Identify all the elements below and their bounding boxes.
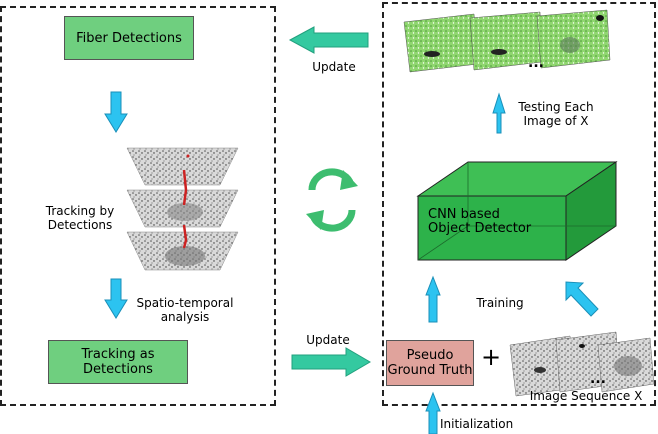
left-panel	[0, 6, 276, 406]
update-arrow-right	[291, 347, 371, 377]
initialization-label: Initialization	[440, 417, 514, 431]
down-arrow-2	[104, 278, 128, 319]
image-sequence-label: Image Sequence X	[529, 389, 643, 403]
cnn-cube	[416, 161, 618, 261]
training-up-arrow	[425, 275, 441, 323]
pseudo-ground-truth-box: Pseudo Ground Truth	[386, 340, 474, 386]
tracking-image-stack	[126, 147, 239, 271]
down-arrow-1	[104, 91, 128, 133]
update-top-label: Update	[312, 60, 356, 74]
training-label: Training	[476, 296, 524, 310]
update-arrow-left	[288, 26, 369, 54]
cnn-label: CNN based Object Detector	[428, 207, 532, 236]
update-bottom-label: Update	[306, 333, 350, 347]
fiber-detections-label: Fiber Detections	[76, 30, 182, 46]
cycle-arrows-icon	[306, 168, 358, 232]
tracking-as-detections-box: Tracking as Detections	[48, 340, 188, 384]
image-sequence	[509, 331, 655, 397]
right-panel	[382, 2, 656, 406]
initialization-arrow	[425, 391, 441, 434]
tracking-by-detections-label: Tracking by Detections	[45, 204, 115, 232]
testing-label: Testing Each Image of X	[518, 100, 594, 128]
testing-up-arrow	[492, 92, 506, 134]
plus-sign: +	[480, 343, 502, 371]
training-diagonal-arrow	[565, 281, 599, 317]
ellipsis-top: ...	[528, 55, 544, 71]
tested-images	[403, 9, 611, 73]
tracking-as-detections-label: Tracking as Detections	[81, 347, 155, 377]
spatio-temporal-label: Spatio-temporal analysis	[136, 296, 234, 324]
fiber-detections-box: Fiber Detections	[64, 16, 194, 60]
ellipsis-bottom: ...	[590, 371, 606, 387]
pseudo-ground-truth-label: Pseudo Ground Truth	[387, 348, 473, 378]
